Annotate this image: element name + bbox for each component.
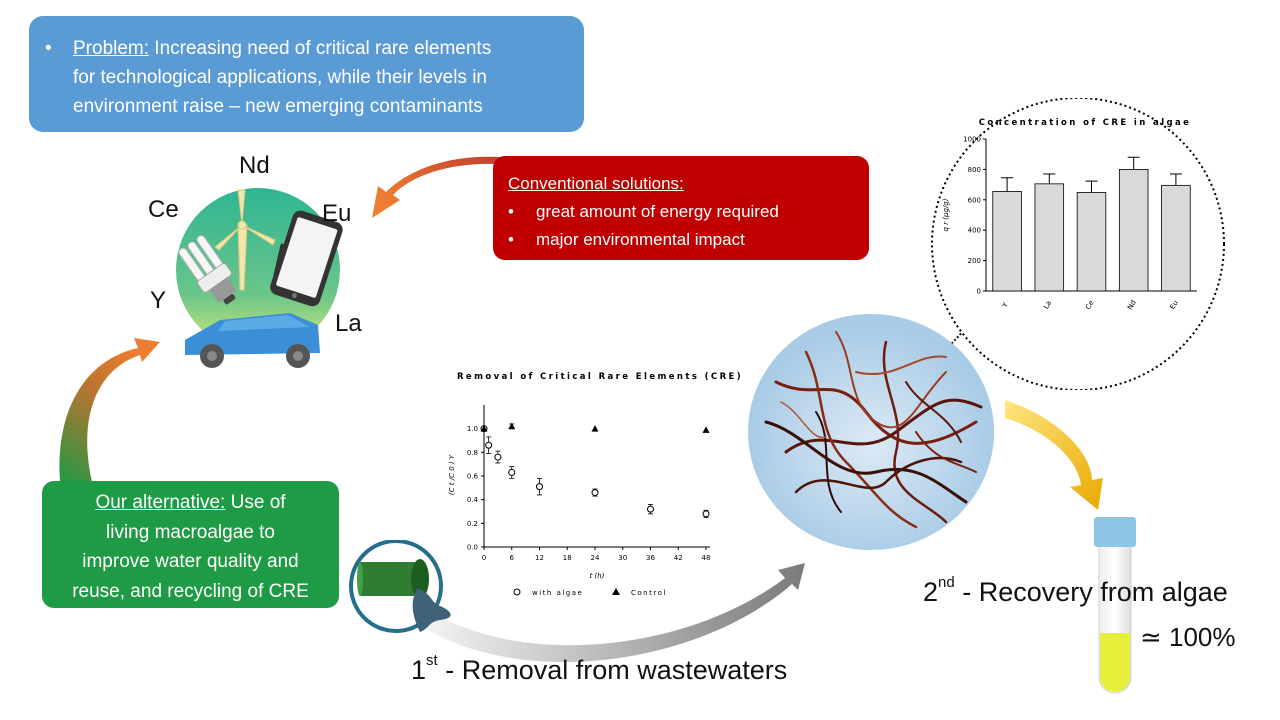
alternative-text-line1: Use of bbox=[225, 492, 286, 513]
x-tick-label: 48 bbox=[702, 554, 711, 562]
alternative-text-line2: living macroalgae to bbox=[106, 521, 275, 543]
recovery-text: - Recovery from algae bbox=[954, 577, 1228, 607]
bar bbox=[1118, 169, 1149, 292]
y-tick-label: 800 bbox=[968, 166, 981, 174]
conventional-heading: Conventional solutions: bbox=[508, 174, 684, 193]
element-label-ce: Ce bbox=[148, 196, 179, 223]
removal-chart-title: Removal of Critical Rare Elements (CRE) bbox=[457, 372, 743, 382]
bar bbox=[1034, 183, 1065, 292]
y-tick-label: 1.0 bbox=[467, 425, 478, 433]
y-tick-label: 600 bbox=[968, 196, 981, 204]
recovery-ordinal: 2 bbox=[923, 577, 939, 607]
y-tick-label: 0.8 bbox=[467, 449, 478, 457]
pipe-icon bbox=[349, 540, 451, 633]
x-tick-label: 12 bbox=[535, 554, 544, 562]
x-tick-label: 6 bbox=[510, 554, 515, 562]
legend-marker-with-algae bbox=[513, 588, 521, 596]
legend-marker-control bbox=[612, 588, 620, 595]
removal-sup: st bbox=[426, 652, 438, 669]
element-label-y: Y bbox=[150, 287, 167, 314]
wind-turbine-icon bbox=[214, 189, 276, 291]
light-bulb-icon bbox=[178, 235, 236, 305]
category-label: Eu bbox=[1168, 299, 1179, 311]
legend-label-with-algae: with algae bbox=[532, 589, 583, 597]
y-tick-label: 1000 bbox=[963, 136, 981, 144]
alternative-box: Our alternative: Use of living macroalga… bbox=[42, 481, 339, 608]
x-tick-label: 36 bbox=[646, 554, 655, 562]
arrow-conventional-to-icons bbox=[372, 156, 512, 218]
concentration-chart-title: Concentration of CRE in algae bbox=[979, 118, 1192, 128]
y-tick-label: 0.6 bbox=[467, 473, 479, 481]
bar bbox=[1076, 192, 1107, 292]
alternative-text-line4: reuse, and recycling of CRE bbox=[72, 580, 309, 602]
car-icon bbox=[185, 313, 320, 368]
conventional-item: great amount of energy required bbox=[508, 198, 855, 226]
legend-label-control: Control bbox=[631, 589, 667, 597]
problem-box: • Problem: Increasing need of critical r… bbox=[29, 16, 584, 132]
recovery-value: ≃ 100% bbox=[1140, 622, 1236, 652]
alternative-heading: Our alternative: bbox=[95, 492, 226, 513]
arrow-alternative-to-icons bbox=[59, 338, 160, 482]
bar bbox=[992, 191, 1022, 292]
y-tick-label: 200 bbox=[968, 257, 981, 265]
alternative-text-line3: improve water quality and bbox=[82, 551, 299, 572]
conventional-box: Conventional solutions: great amount of … bbox=[493, 156, 869, 260]
problem-text-line1: Increasing need of critical rare element… bbox=[149, 38, 492, 59]
y-tick-label: 0.0 bbox=[467, 544, 478, 552]
data-point-with-algae bbox=[485, 441, 493, 449]
data-point-with-algae bbox=[591, 489, 599, 497]
category-label: Ce bbox=[1084, 299, 1096, 311]
data-point-with-algae bbox=[508, 468, 516, 476]
data-point-with-algae bbox=[536, 483, 543, 491]
element-label-la: La bbox=[335, 310, 362, 337]
problem-bullet: • bbox=[45, 38, 52, 59]
arrow-recovery bbox=[1005, 400, 1103, 510]
data-point-control bbox=[591, 425, 599, 432]
data-point-with-algae bbox=[647, 505, 654, 513]
data-point-with-algae bbox=[494, 453, 502, 461]
y-tick-label: 0.4 bbox=[467, 496, 479, 504]
seaweed-icon bbox=[748, 314, 994, 550]
removal-label: 1st - Removal from wastewaters bbox=[411, 652, 788, 686]
y-tick-label: 0.2 bbox=[467, 520, 478, 528]
data-point-control bbox=[702, 426, 710, 433]
element-label-nd: Nd bbox=[239, 152, 270, 179]
concentration-chart-ylabel: q r (µg/g) bbox=[942, 198, 950, 231]
removal-ordinal: 1 bbox=[411, 655, 427, 685]
problem-heading: Problem: bbox=[73, 38, 150, 59]
data-point-with-algae bbox=[702, 510, 710, 518]
removal-chart-ylabel: (C t /C 0 ) Y bbox=[448, 454, 456, 495]
arrow-removal bbox=[420, 563, 805, 662]
concentration-chart: Concentration of CRE in algae 0 200 400 600… bbox=[931, 98, 1225, 390]
tablet-icon bbox=[270, 210, 343, 307]
recovery-sup: nd bbox=[938, 574, 955, 591]
problem-text-line2: for technological applications, while th… bbox=[73, 67, 488, 88]
x-tick-label: 18 bbox=[563, 554, 572, 562]
element-label-eu: Eu bbox=[322, 200, 352, 227]
x-tick-label: 42 bbox=[674, 554, 683, 562]
x-tick-label: 24 bbox=[591, 554, 600, 562]
category-label: Nd bbox=[1126, 299, 1138, 311]
conventional-item: major environmental impact bbox=[508, 226, 855, 254]
removal-chart: Removal of Critical Rare Elements (CRE) … bbox=[448, 372, 743, 597]
category-label: Y bbox=[1000, 301, 1010, 310]
x-tick-label: 0 bbox=[482, 554, 486, 562]
test-tube-icon bbox=[1094, 517, 1136, 694]
data-point-control bbox=[508, 422, 516, 430]
x-tick-label: 30 bbox=[618, 554, 627, 562]
technology-icons bbox=[176, 188, 343, 368]
recovery-label: 2nd - Recovery from algae bbox=[923, 574, 1228, 608]
category-label: La bbox=[1042, 299, 1053, 310]
data-point-control bbox=[480, 425, 488, 432]
y-tick-label: 0 bbox=[977, 288, 981, 296]
y-tick-label: 400 bbox=[968, 227, 981, 235]
removal-chart-xlabel: t (h) bbox=[590, 572, 605, 580]
bar bbox=[1161, 184, 1191, 292]
conventional-list: great amount of energy required major en… bbox=[508, 198, 855, 254]
removal-text: - Removal from wastewaters bbox=[437, 655, 788, 685]
problem-text-line3: environment raise – new emerging contami… bbox=[73, 96, 483, 117]
